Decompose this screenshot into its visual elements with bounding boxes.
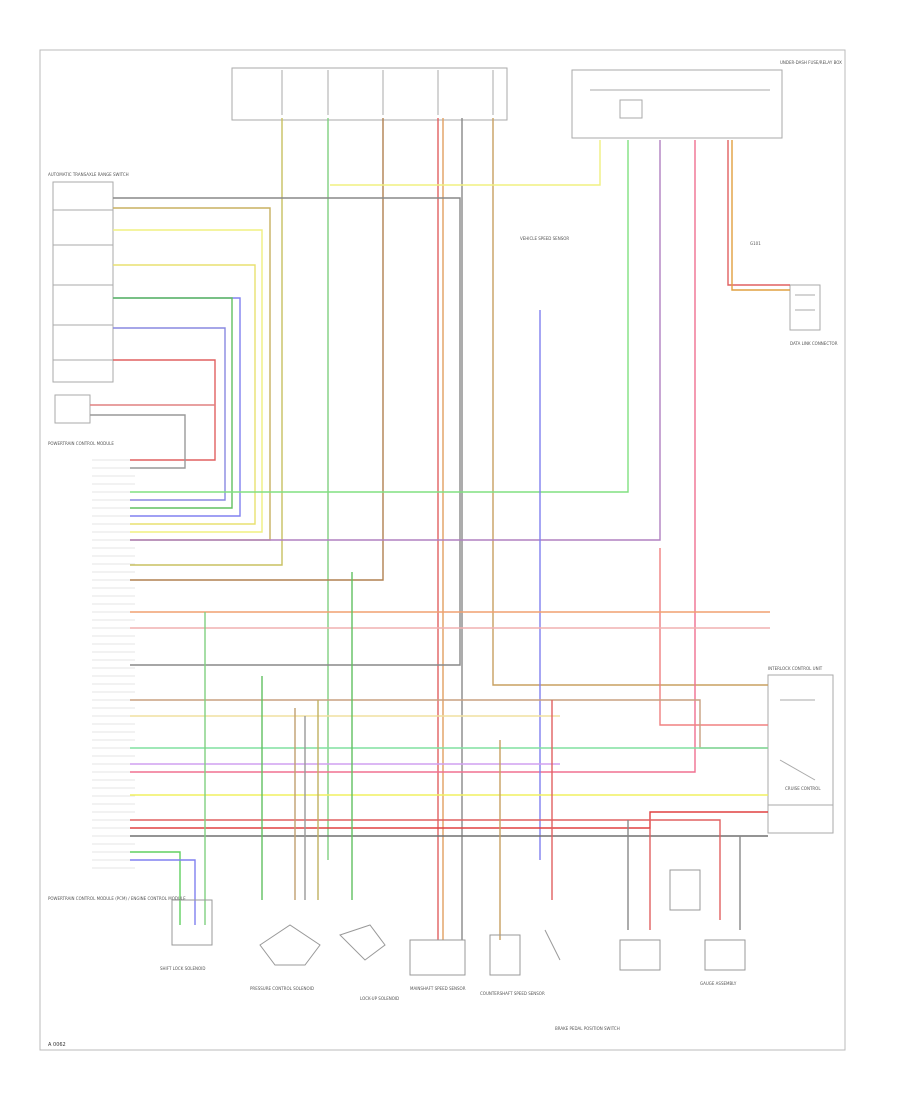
interlock-control-unit [767,674,834,834]
dlc-label: DATA LINK CONNECTOR [790,341,838,346]
wire-olive [113,207,271,541]
diagram-frame [39,49,846,1051]
wire-blue-sl [130,859,196,925]
data-link-connector [789,284,821,331]
bottom-components [171,869,746,976]
wire-gray-2 [90,414,186,469]
wire-blue-2 [113,327,226,501]
wire-pink-2 [659,548,768,726]
wire-green-2 [113,297,233,509]
pressure-control-label: PRESSURE CONTROL SOLENOID [250,986,314,991]
fuse-relay-box-right [571,69,783,139]
wire-red-2 [113,359,216,461]
cruise-label: CRUISE CONTROL [785,786,821,791]
wire-tan-1 [113,197,461,666]
top-fuse-boxes [231,67,508,121]
range-switch-block [52,181,114,424]
brake-switch-label: BRAKE PEDAL POSITION SWITCH [555,1026,620,1031]
wire-purple [130,140,661,541]
range-switch-label: AUTOMATIC TRANSAXLE RANGE SWITCH [48,172,129,177]
wire-red-h2 [130,819,721,920]
footer-code: A 0062 [48,1042,66,1048]
wire-green-right [130,140,629,493]
wire-yellow-3 [113,264,256,525]
fuse-relay-box-label: UNDER-DASH FUSE/RELAY BOX [780,60,842,65]
mainshaft-label: MAINSHAFT SPEED SENSOR [410,986,466,991]
wire-green-sl [130,851,181,925]
ground-label: G101 [750,241,761,246]
shift-lock-label: SHIFT LOCK SOLENOID [160,966,205,971]
wire-orange-right [731,140,790,291]
wire-yellow-top [330,140,601,186]
wire-tan [492,118,768,686]
wire-yellow-green [130,118,283,566]
vss-label: VEHICLE SPEED SENSOR [520,236,569,241]
pcm-ecm-note: POWERTRAIN CONTROL MODULE (PCM) / ENGINE… [48,896,186,901]
countershaft-label: COUNTERSHAFT SPEED SENSOR [480,991,545,996]
wire-red-right [727,140,790,286]
interlock-label: INTERLOCK CONTROL UNIT [768,666,823,671]
wire-yellow-2 [113,229,263,533]
gauge-label: GAUGE ASSEMBLY [700,981,737,986]
wire-blue [113,297,241,517]
lock-up-label: LOCK-UP SOLENOID [360,996,399,1001]
wire-tan-h [130,699,768,749]
pcm-pin-rows [92,459,135,869]
pcm-name-label: POWERTRAIN CONTROL MODULE [48,441,114,446]
wires [90,118,790,940]
wire-brown [130,118,384,581]
